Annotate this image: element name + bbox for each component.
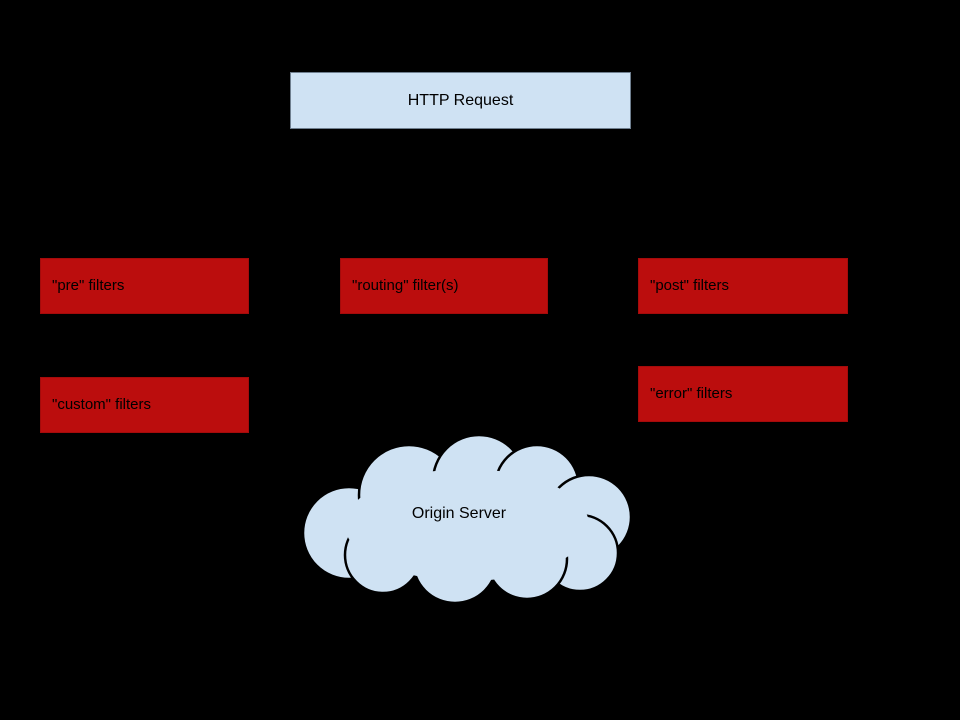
origin-server-cloud: Origin Server bbox=[283, 433, 635, 603]
cloud-icon bbox=[301, 433, 633, 603]
http-request-label: HTTP Request bbox=[407, 91, 514, 109]
error-filters-box: "error" filters bbox=[638, 366, 848, 422]
error-filters-label: "error" filters bbox=[650, 385, 733, 402]
routing-filters-label: "routing" filter(s) bbox=[352, 277, 459, 294]
custom-filters-label: "custom" filters bbox=[52, 396, 152, 413]
custom-filters-box: "custom" filters bbox=[40, 377, 249, 433]
post-filters-box: "post" filters bbox=[638, 258, 848, 314]
routing-filters-box: "routing" filter(s) bbox=[340, 258, 548, 314]
origin-server-label: Origin Server bbox=[411, 505, 507, 522]
pre-filters-box: "pre" filters bbox=[40, 258, 249, 314]
http-request-box: HTTP Request bbox=[290, 72, 631, 129]
pre-filters-label: "pre" filters bbox=[52, 277, 125, 294]
post-filters-label: "post" filters bbox=[650, 277, 730, 294]
